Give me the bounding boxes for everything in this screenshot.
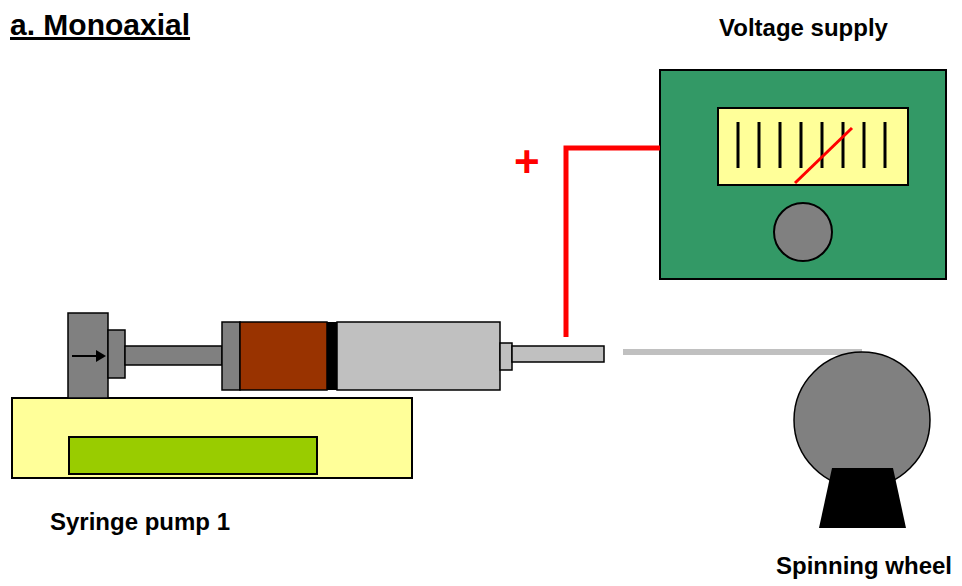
polarity-sign: + [514, 140, 540, 184]
power-supply-housing [660, 70, 946, 279]
polymer-solution [240, 322, 327, 390]
node-label: Spinning wheel [776, 552, 952, 580]
pump-base [12, 398, 412, 478]
fibre [623, 349, 862, 355]
pump-display [69, 437, 317, 474]
syringe-tip [500, 343, 512, 370]
meter-ticks [738, 122, 885, 168]
push-arrow [72, 355, 98, 357]
pusher-block [68, 313, 108, 398]
spinning-wheel: Spinning wheel [770, 350, 958, 584]
plunger-seal [327, 322, 337, 390]
syringe-flange [222, 322, 240, 390]
meter-needle [795, 128, 852, 183]
push-arrowhead [96, 350, 106, 362]
pusher-plate [108, 330, 125, 378]
plunger-rod [125, 346, 222, 365]
high-voltage-wire [566, 148, 660, 337]
meter-dial [718, 108, 908, 185]
syringe-pump: Syringe pump 1 [12, 398, 412, 544]
node-label: Voltage supply [719, 14, 888, 42]
power-supply: Voltage supply [660, 14, 946, 279]
control-knob [774, 203, 832, 261]
collector-wheel [794, 352, 930, 488]
needle [512, 346, 604, 362]
syringe-barrel [337, 322, 500, 390]
wheel-stand [819, 468, 906, 528]
diagram-title: a. Monoaxial [10, 8, 190, 42]
node-label: Syringe pump 1 [50, 508, 230, 536]
